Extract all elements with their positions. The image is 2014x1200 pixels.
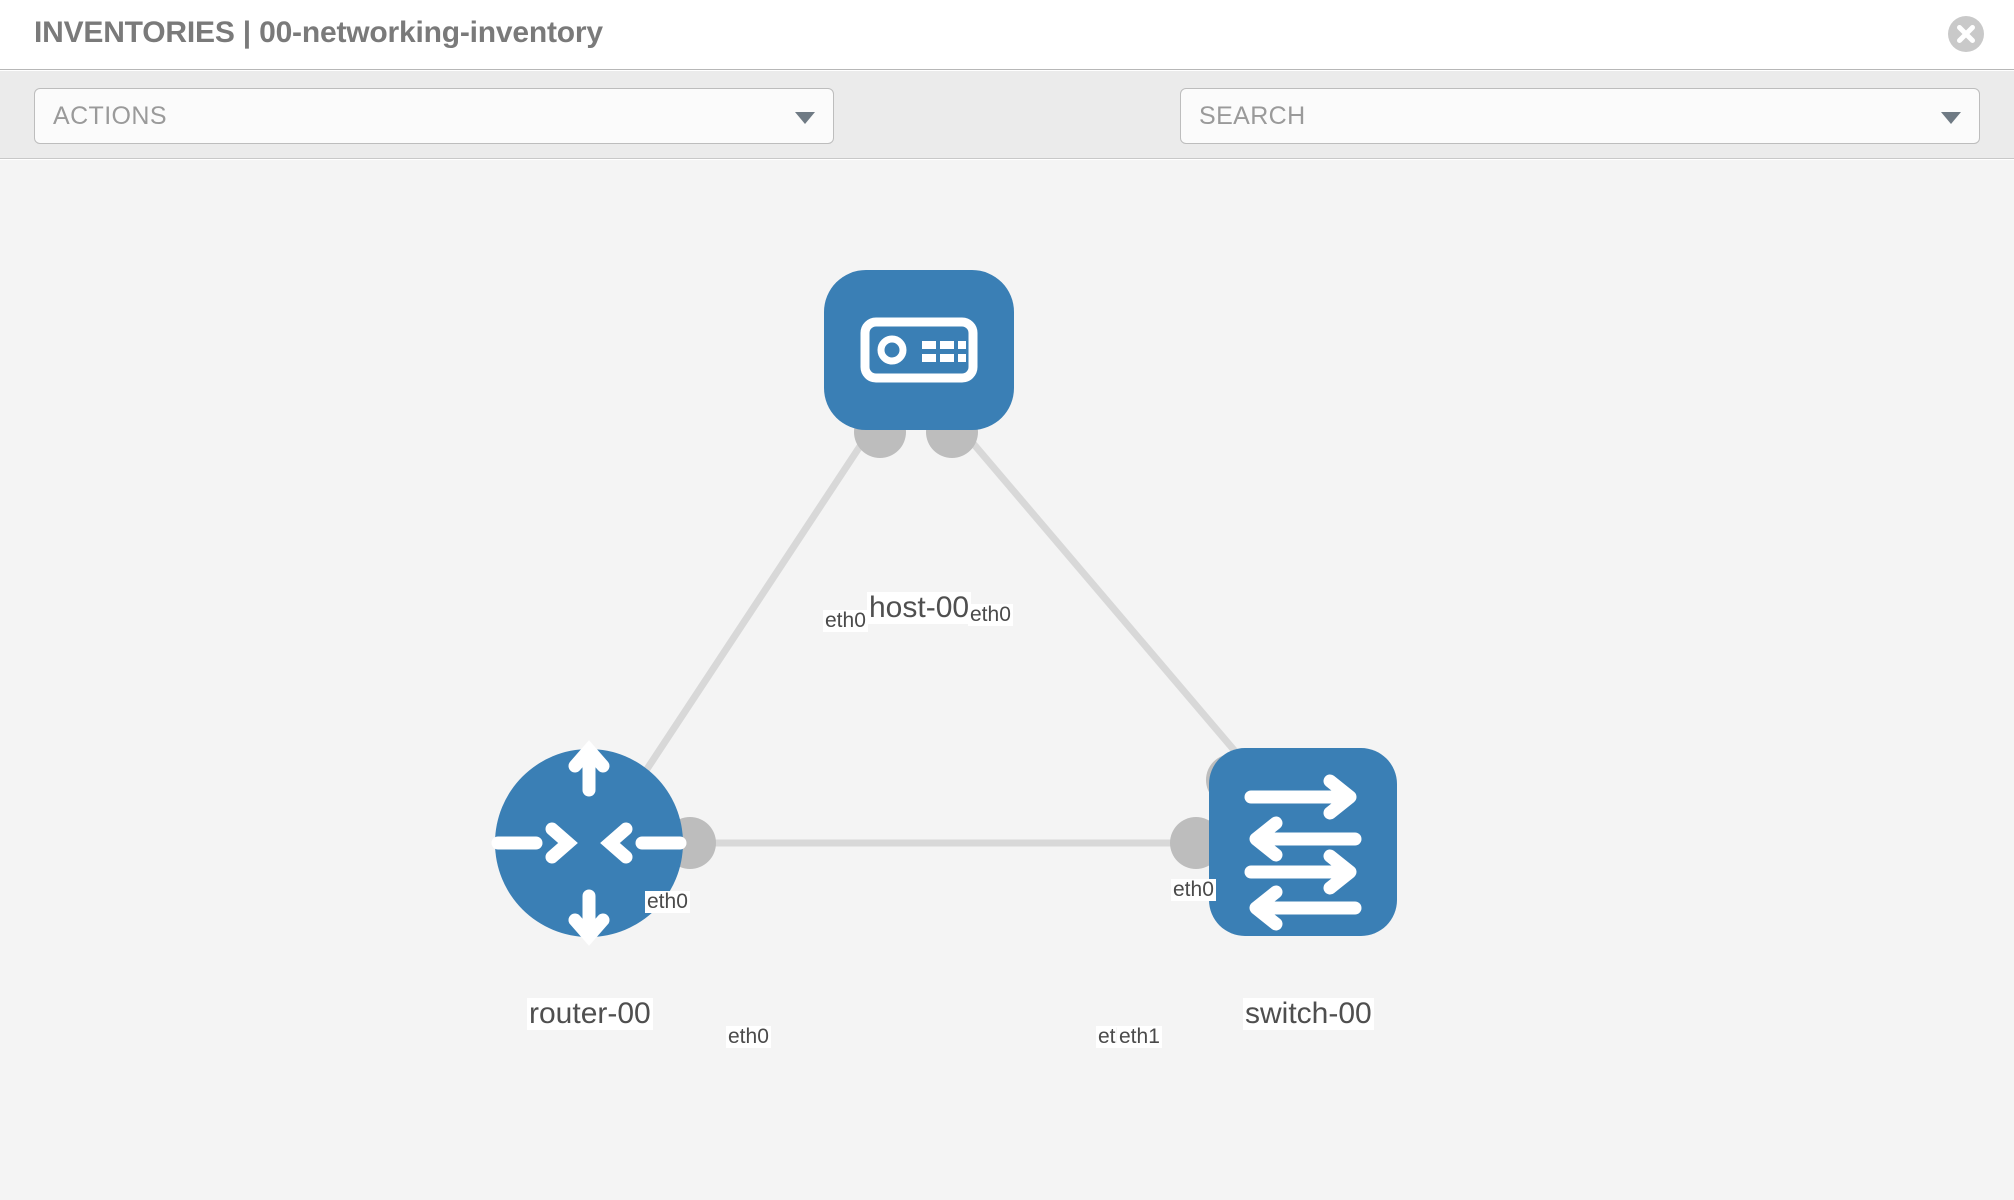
server-icon	[860, 317, 978, 383]
search-placeholder: SEARCH	[1199, 102, 1306, 130]
actions-dropdown[interactable]: ACTIONS	[34, 88, 834, 144]
node-host-00[interactable]	[824, 270, 1014, 430]
search-input[interactable]: SEARCH	[1180, 88, 1980, 144]
iface-label: eth0	[645, 890, 690, 914]
chevron-down-icon[interactable]	[1941, 112, 1961, 124]
page-title: INVENTORIES | 00-networking-inventory	[34, 16, 603, 49]
topology-ports	[664, 406, 1258, 869]
actions-dropdown-label: ACTIONS	[53, 102, 167, 130]
topology-links	[617, 425, 1271, 847]
topology-canvas[interactable]: host-00 router-00 switch-00 eth0 eth0 et…	[0, 160, 2014, 1200]
node-router-00[interactable]	[491, 740, 687, 946]
close-icon[interactable]	[1944, 12, 1988, 56]
router-arrows-icon	[491, 740, 687, 946]
node-label-switch-00: switch-00	[1243, 997, 1374, 1030]
link-host00-switch00	[957, 425, 1271, 793]
iface-label: eth1	[1117, 1025, 1162, 1049]
page-header: INVENTORIES | 00-networking-inventory	[0, 0, 2014, 70]
iface-label: eth0	[1171, 878, 1216, 902]
link-host00-router00	[617, 426, 875, 812]
iface-label: eth0	[823, 609, 868, 633]
iface-label: eth0	[968, 603, 1013, 627]
switch-arrows-icon	[1244, 774, 1362, 931]
chevron-down-icon	[795, 112, 815, 124]
iface-label: eth0	[726, 1025, 771, 1049]
node-switch-00[interactable]	[1209, 748, 1397, 936]
topology-graph	[491, 270, 1397, 946]
node-label-router-00: router-00	[527, 997, 653, 1030]
toolbar: ACTIONS SEARCH	[0, 71, 2014, 202]
node-label-host-00: host-00	[867, 591, 972, 624]
